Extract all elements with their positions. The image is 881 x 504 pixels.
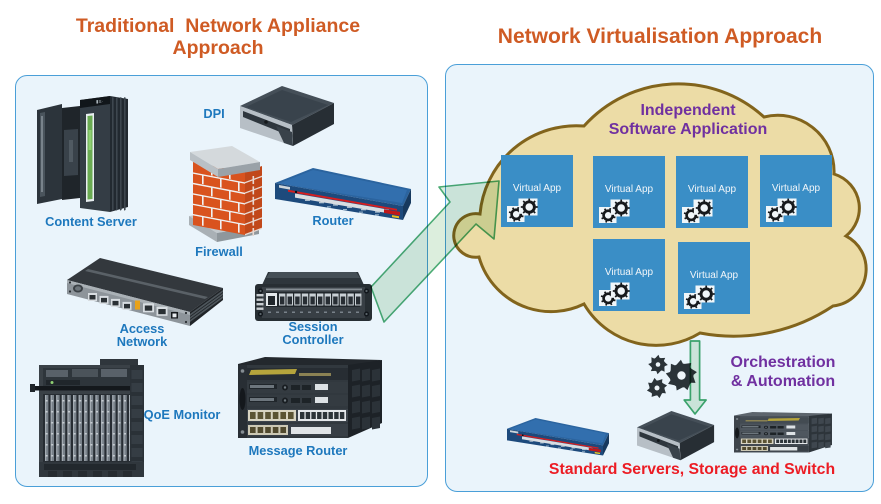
svg-text:▮S·: ▮S· [96, 99, 103, 104]
